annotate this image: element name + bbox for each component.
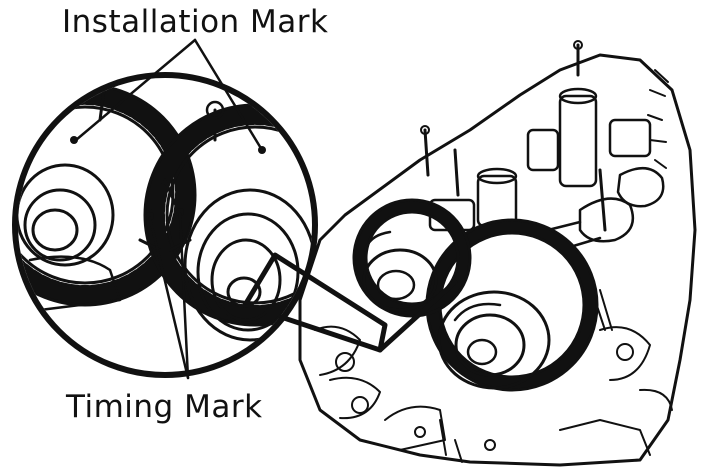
installation-mark-leaders: [74, 38, 264, 152]
timing-mark-dot-right: [176, 208, 184, 216]
left-camshaft-gear: [352, 198, 472, 318]
timing-mark-dot-left: [146, 212, 154, 220]
right-camshaft-gear: [425, 218, 599, 392]
timing-mark-label: Timing Mark: [66, 389, 263, 425]
installation-mark-label: Installation Mark: [62, 4, 329, 40]
cylinder-head: [298, 40, 697, 467]
installation-mark-dot-left: [70, 136, 78, 144]
timing-mark-leaders: [148, 212, 190, 380]
magnified-detail: [12, 72, 318, 378]
